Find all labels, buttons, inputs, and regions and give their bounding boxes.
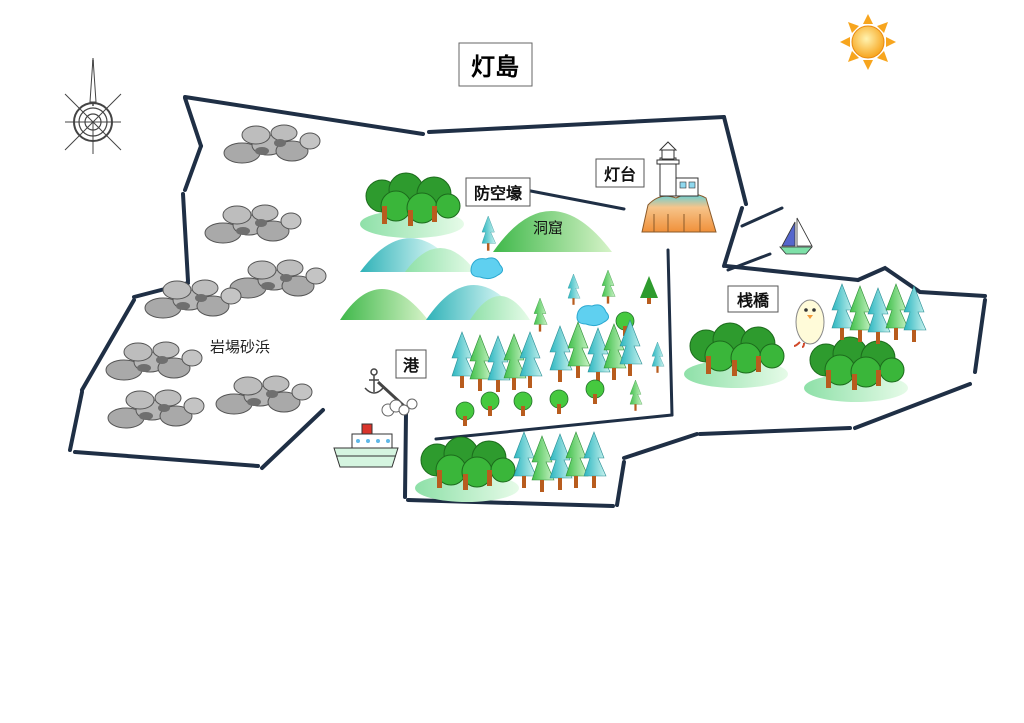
hill-icon: [340, 211, 612, 320]
sun-icon: [840, 14, 896, 70]
ship-icon: [333, 423, 399, 468]
coastline: [68, 95, 987, 508]
lighthouse-label: 灯台: [595, 158, 645, 188]
cave-label: 洞窟: [533, 219, 563, 237]
tree-icon: [414, 431, 607, 503]
pond-icon: [470, 257, 610, 327]
rocky-beach-label: 岩場砂浜: [210, 338, 270, 356]
svg-text:防空壕: 防空壕: [474, 184, 523, 203]
rock-icon: [105, 124, 327, 429]
chick-icon: [793, 299, 825, 348]
tree-icon: [451, 319, 643, 427]
smoke-cloud: [381, 398, 418, 417]
pier-label: 桟橋: [727, 285, 779, 313]
tree-icon: [481, 215, 665, 412]
svg-text:港: 港: [403, 356, 420, 375]
air-raid-shelter-label: 防空壕: [465, 177, 531, 207]
map-title: 灯島: [458, 42, 533, 87]
lighthouse-icon: [641, 141, 717, 233]
svg-text:灯台: 灯台: [604, 165, 636, 184]
compass-icon: [64, 57, 122, 154]
harbor-label: 港: [395, 349, 427, 379]
svg-text:桟橋: 桟橋: [737, 291, 770, 310]
tree-icon: [359, 172, 465, 239]
sailboat-icon: [779, 217, 813, 255]
title-text: 灯島: [471, 53, 519, 81]
anchor-icon: [364, 368, 384, 394]
